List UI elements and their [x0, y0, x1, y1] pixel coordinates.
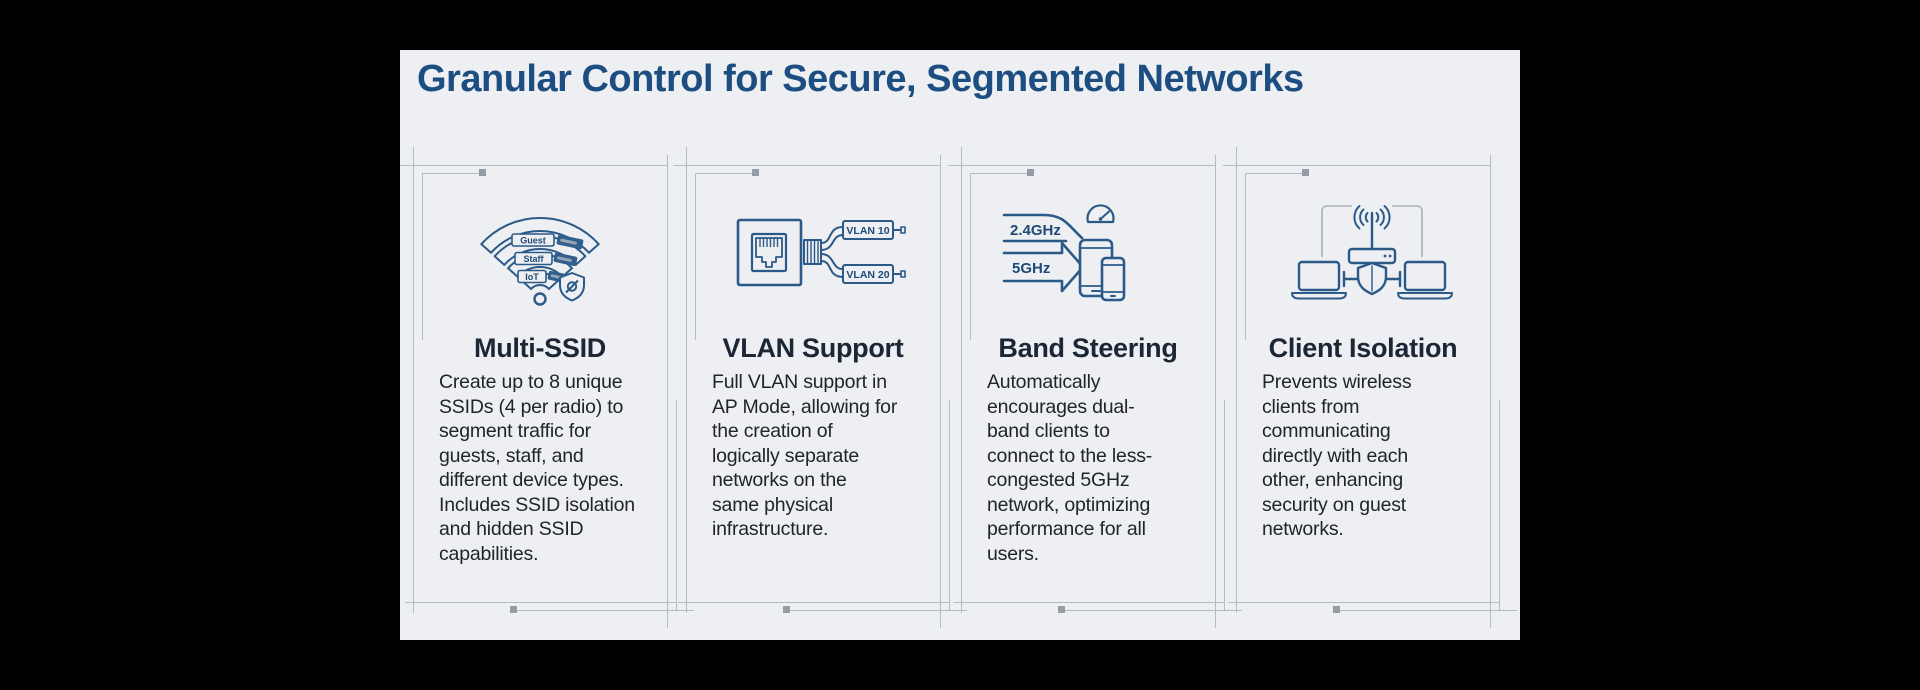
frame-line — [695, 173, 755, 174]
card-body: Create up to 8 unique SSIDs (4 per radio… — [439, 371, 635, 565]
frame-marker — [752, 169, 759, 176]
frame-line — [1215, 155, 1216, 628]
ssid-label-staff: Staff — [524, 254, 545, 264]
ssid-label-iot: IoT — [525, 272, 539, 282]
card-body: Prevents wireless clients from communica… — [1262, 371, 1412, 540]
feature-card-vlan: VLAN 10 VLAN 20 VLAN Support Full VLAN s… — [673, 50, 967, 640]
card-body: Automatically encourages dual- band clie… — [987, 371, 1153, 565]
frame-line — [405, 602, 676, 603]
frame-line — [1245, 173, 1246, 340]
card-heading: Client Isolation — [1268, 333, 1458, 363]
frame-line — [695, 173, 696, 340]
frame-line — [1236, 147, 1237, 613]
frame-line — [413, 147, 414, 613]
frame-line — [953, 602, 1224, 603]
vlan-port-icon: VLAN 10 VLAN 20 — [736, 218, 906, 286]
frame-marker — [479, 169, 486, 176]
band-24ghz-label: 2.4GHz — [1010, 222, 1061, 239]
ssid-label-guest: Guest — [520, 235, 546, 245]
card-body: Full VLAN support in AP Mode, allowing f… — [712, 371, 898, 540]
frame-line — [949, 400, 950, 610]
panel-title: Granular Control for Secure, Segmented N… — [417, 58, 1304, 100]
vlan-tag-20-label: VLAN 20 — [846, 269, 889, 281]
frame-marker — [510, 606, 517, 613]
frame-line — [1490, 155, 1491, 628]
frame-line — [400, 165, 667, 166]
frame-line — [970, 173, 971, 340]
frame-marker — [1333, 606, 1340, 613]
frame-line — [961, 147, 962, 613]
frame-line — [673, 165, 940, 166]
frame-line — [422, 173, 423, 340]
card-heading: VLAN Support — [722, 333, 904, 363]
band-steering-icon: 2.4GHz 5GHz — [1002, 203, 1126, 301]
frame-line — [1065, 610, 1242, 611]
frame-line — [940, 155, 941, 628]
frame-line — [667, 155, 668, 628]
card-heading: Multi-SSID — [474, 333, 606, 363]
frame-line — [790, 610, 967, 611]
frame-line — [676, 400, 677, 610]
feature-card-multi-ssid: Guest Staff IoT — [400, 50, 694, 640]
frame-line — [1340, 610, 1517, 611]
frame-line — [1499, 400, 1500, 610]
ssid-arc-labels: Guest Staff IoT — [511, 232, 584, 283]
frame-line — [948, 165, 1215, 166]
frame-line — [686, 147, 687, 613]
band-5ghz-label: 5GHz — [1012, 260, 1050, 277]
frame-marker — [1058, 606, 1065, 613]
hidden-ssid-shield-icon — [559, 271, 585, 301]
multi-ssid-wifi-icon: Guest Staff IoT — [480, 216, 600, 306]
vlan-tag-10-label: VLAN 10 — [846, 225, 889, 237]
frame-line — [1223, 165, 1490, 166]
frame-line — [1228, 602, 1499, 603]
frame-line — [1224, 400, 1225, 610]
frame-line — [1245, 173, 1305, 174]
frame-line — [678, 602, 949, 603]
client-isolation-icon — [1291, 204, 1453, 299]
frame-line — [422, 173, 482, 174]
frame-line — [517, 610, 694, 611]
frame-line — [970, 173, 1030, 174]
frame-marker — [1027, 169, 1034, 176]
feature-panel: Granular Control for Secure, Segmented N… — [400, 50, 1520, 640]
feature-card-client-isolation: Client Isolation Prevents wireless clien… — [1223, 50, 1517, 640]
frame-marker — [783, 606, 790, 613]
frame-marker — [1302, 169, 1309, 176]
card-heading: Band Steering — [998, 333, 1178, 363]
feature-card-band-steering: 2.4GHz 5GHz Band Steering Automatically … — [948, 50, 1242, 640]
